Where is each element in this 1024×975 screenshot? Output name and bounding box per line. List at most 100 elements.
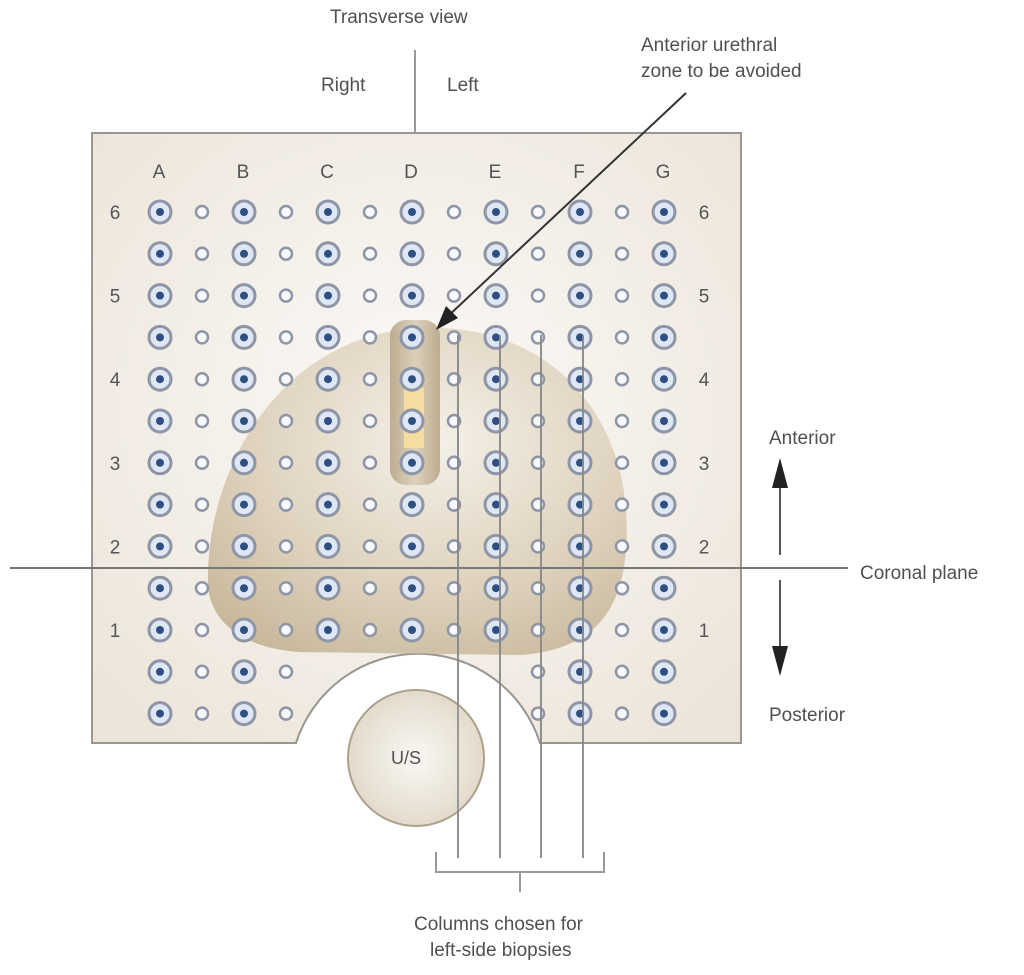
needle-hole-minor xyxy=(446,330,462,345)
needle-hole-minor xyxy=(530,455,546,471)
needle-hole-minor xyxy=(614,664,630,680)
needle-hole-major xyxy=(231,575,257,601)
needle-hole-minor xyxy=(278,580,294,596)
needle-hole-minor xyxy=(278,664,294,680)
needle-hole-minor xyxy=(614,580,630,596)
needle-hole-minor xyxy=(530,622,546,638)
needle-hole-major xyxy=(231,450,257,476)
needle-hole-major xyxy=(147,659,173,685)
needle-hole-minor xyxy=(194,455,210,471)
needle-hole-minor xyxy=(530,664,546,680)
needle-hole-minor xyxy=(362,246,378,262)
needle-hole-major xyxy=(315,408,341,434)
needle-hole-major xyxy=(147,617,173,643)
needle-hole-major xyxy=(315,575,341,601)
needle-hole-major xyxy=(567,366,593,392)
needle-hole-major xyxy=(147,450,173,476)
needle-hole-major xyxy=(231,241,257,267)
needle-hole-minor xyxy=(194,330,210,345)
needle-hole-minor xyxy=(362,455,378,471)
needle-hole-minor xyxy=(194,204,210,220)
row-label-left: 5 xyxy=(110,287,121,308)
needle-hole-major xyxy=(483,283,509,309)
needle-hole-major xyxy=(147,575,173,601)
needle-hole-major xyxy=(147,241,173,267)
column-label: D xyxy=(404,162,418,183)
needle-hole-major xyxy=(231,617,257,643)
needle-hole-minor xyxy=(278,204,294,220)
needle-hole-minor xyxy=(446,288,462,303)
needle-hole-major xyxy=(315,241,341,267)
needle-hole-minor xyxy=(530,371,546,387)
needle-hole-major xyxy=(567,241,593,267)
needle-hole-major xyxy=(399,575,425,601)
row-label-right: 4 xyxy=(699,370,710,391)
needle-hole-major xyxy=(147,324,173,350)
needle-hole-major xyxy=(231,701,257,727)
needle-hole-major xyxy=(147,701,173,727)
needle-hole-major xyxy=(567,617,593,643)
needle-hole-minor xyxy=(194,288,210,303)
needle-hole-minor xyxy=(530,330,546,345)
needle-hole-grid xyxy=(147,199,677,727)
column-label: A xyxy=(153,162,166,183)
needle-hole-minor xyxy=(530,497,546,512)
ultrasound-label: U/S xyxy=(391,748,422,768)
needle-hole-minor xyxy=(446,539,462,554)
row-label-right: 1 xyxy=(699,621,710,642)
needle-hole-minor xyxy=(614,330,630,345)
needle-hole-minor xyxy=(194,622,210,638)
needle-hole-major xyxy=(651,492,677,518)
needle-hole-minor xyxy=(194,413,210,429)
row-label-left: 4 xyxy=(110,370,121,391)
needle-hole-minor xyxy=(278,497,294,512)
needle-hole-minor xyxy=(278,622,294,638)
needle-hole-major xyxy=(231,408,257,434)
needle-hole-minor xyxy=(530,246,546,262)
needle-hole-major xyxy=(651,659,677,685)
needle-hole-minor xyxy=(362,330,378,345)
needle-hole-major xyxy=(399,283,425,309)
needle-hole-minor xyxy=(194,706,210,721)
needle-hole-major xyxy=(315,533,341,559)
needle-hole-major xyxy=(231,283,257,309)
left-side-label: Left xyxy=(447,75,479,96)
column-bracket xyxy=(435,852,605,892)
ultrasound-probe xyxy=(347,689,485,827)
row-label-left: 2 xyxy=(110,537,121,558)
needle-hole-minor xyxy=(614,371,630,387)
needle-hole-major xyxy=(651,199,677,225)
needle-hole-major xyxy=(231,324,257,350)
needle-hole-major xyxy=(399,199,425,225)
needle-hole-major xyxy=(567,283,593,309)
needle-hole-major xyxy=(567,408,593,434)
needle-hole-major xyxy=(483,575,509,601)
columns-chosen-label-line1: Columns chosen for xyxy=(414,914,583,935)
needle-hole-major xyxy=(315,492,341,518)
needle-hole-major xyxy=(399,408,425,434)
needle-hole-major xyxy=(483,617,509,643)
needle-hole-major xyxy=(651,617,677,643)
urethral-zone-label-line1: Anterior urethral xyxy=(641,35,778,56)
needle-hole-major xyxy=(147,492,173,518)
needle-hole-major xyxy=(315,617,341,643)
anterior-label: Anterior xyxy=(769,428,836,449)
needle-hole-minor xyxy=(530,288,546,303)
needle-hole-minor xyxy=(362,580,378,596)
needle-hole-major xyxy=(651,366,677,392)
needle-hole-major xyxy=(483,408,509,434)
columns-chosen-label-line2: left-side biopsies xyxy=(430,940,572,961)
column-label: B xyxy=(237,162,250,183)
needle-hole-minor xyxy=(446,413,462,429)
needle-hole-major xyxy=(651,408,677,434)
needle-hole-minor xyxy=(614,539,630,554)
needle-hole-major xyxy=(651,575,677,601)
anterior-arrow-head xyxy=(772,458,788,488)
needle-hole-minor xyxy=(614,497,630,512)
needle-hole-major xyxy=(399,366,425,392)
posterior-arrow-head xyxy=(772,646,788,676)
needle-hole-major xyxy=(483,450,509,476)
